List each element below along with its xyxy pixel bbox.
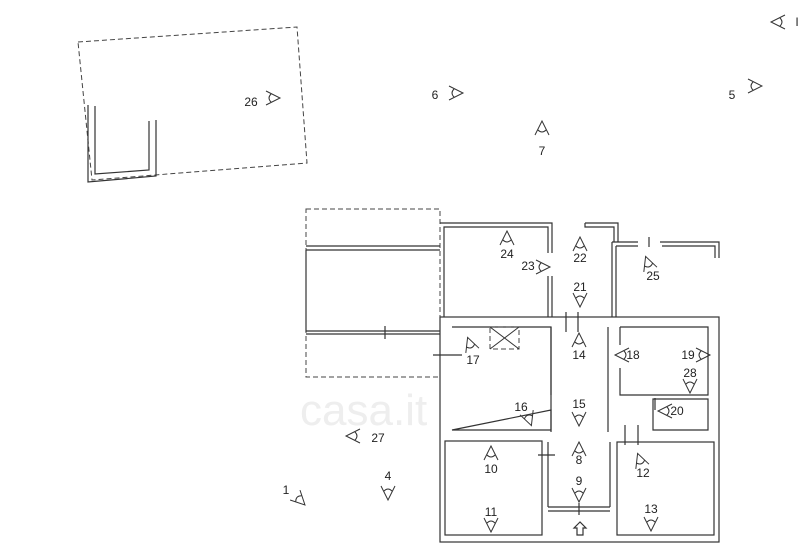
viewpoint-eye-icon: [465, 336, 480, 354]
viewpoint-eye-icon: [613, 347, 630, 363]
cut-label: I: [795, 15, 798, 29]
viewpoint-eye-icon: [344, 428, 361, 444]
viewpoint-label: 25: [646, 269, 660, 283]
viewpoint-label: 26: [244, 95, 258, 109]
viewpoint-eye-icon: [656, 403, 673, 419]
viewpoint-eye-icon: [643, 255, 658, 273]
viewpoint-label: 11: [485, 505, 498, 519]
viewpoint-label: 13: [644, 502, 658, 516]
viewpoint-eye-icon: [483, 517, 499, 534]
viewpoint-label: 21: [573, 280, 587, 294]
viewpoint-eye-icon: [695, 347, 712, 363]
viewpoint-eye-icon: [571, 331, 587, 348]
viewpoint-label: 19: [681, 348, 695, 362]
viewpoint-eye-icon: [571, 487, 587, 504]
viewpoint-label: 7: [539, 144, 546, 158]
viewpoint-markers: [265, 14, 786, 534]
viewpoint-eye-icon: [635, 452, 650, 470]
viewpoint-label: 8: [576, 453, 583, 467]
viewpoint-eye-icon: [534, 119, 550, 136]
viewpoint-eye-icon: [572, 235, 588, 252]
viewpoint-label: 17: [466, 353, 480, 367]
viewpoint-label: 1: [283, 483, 290, 497]
viewpoint-label: 14: [572, 348, 586, 362]
viewpoint-eye-icon: [265, 90, 282, 106]
viewpoint-label: 15: [572, 397, 586, 411]
viewpoint-label: 23: [521, 259, 535, 273]
viewpoint-label: 6: [432, 88, 439, 102]
viewpoint-eye-icon: [448, 85, 465, 101]
viewpoint-label: 10: [484, 462, 498, 476]
viewpoint-eye-icon: [682, 378, 698, 395]
detached-building: [77, 26, 308, 183]
watermark: casa.it: [300, 386, 427, 435]
viewpoint-eye-icon: [571, 440, 587, 457]
viewpoint-label: 22: [573, 251, 587, 265]
viewpoint-label: 5: [729, 88, 736, 102]
viewpoint-label: 12: [636, 466, 650, 480]
viewpoint-eye-icon: [380, 485, 396, 502]
viewpoint-eye-icon: [769, 14, 786, 30]
viewpoint-label: 4: [385, 469, 392, 483]
viewpoint-eye-icon: [535, 259, 552, 275]
viewpoint-eye-icon: [747, 78, 764, 94]
viewpoint-eye-icon: [289, 489, 306, 506]
viewpoint-label: 20: [670, 404, 684, 418]
viewpoint-label: 28: [683, 366, 697, 380]
upper-rooms: [440, 222, 720, 317]
main-building: [433, 312, 720, 543]
viewpoint-eye-icon: [499, 229, 515, 246]
viewpoint-label: 9: [576, 474, 583, 488]
viewpoint-label: 27: [371, 431, 385, 445]
porch: [305, 208, 441, 378]
viewpoint-eye-icon: [483, 444, 499, 461]
viewpoint-label: 18: [626, 348, 640, 362]
viewpoint-label: 16: [514, 400, 528, 414]
viewpoint-eye-icon: [519, 409, 534, 427]
viewpoint-label: 24: [500, 247, 514, 261]
viewpoint-eye-icon: [572, 292, 588, 309]
viewpoint-eye-icon: [643, 516, 659, 533]
viewpoint-eye-icon: [571, 411, 587, 428]
